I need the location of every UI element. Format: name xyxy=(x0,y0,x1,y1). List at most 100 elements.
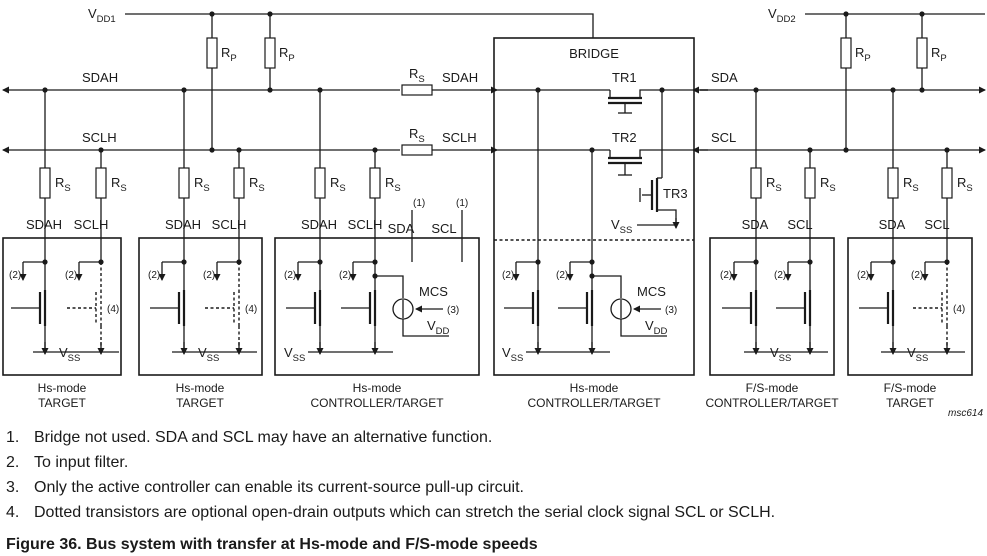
footnote-ref-2: (2) xyxy=(203,270,215,281)
vdd1-label-main: V xyxy=(88,6,97,21)
series-resistor xyxy=(178,167,190,199)
rs-label-main: R xyxy=(409,66,418,81)
vdd-label-subscript: DD xyxy=(654,326,668,337)
device-sda-pin-label: SDA xyxy=(388,221,415,236)
device-sda-pin-label: SDAH xyxy=(165,217,201,232)
footnote-text: To input filter. xyxy=(34,454,129,471)
vdd1-label-subscript: DD1 xyxy=(97,14,116,25)
footnote-number: 1. xyxy=(6,429,20,446)
rp-label-subscript: P xyxy=(288,53,294,64)
device-role-caption: CONTROLLER/TARGET xyxy=(310,396,444,410)
device-sda-pin-label: SDA xyxy=(742,217,769,232)
mcs-label: MCS xyxy=(419,284,448,299)
rp-label: RP xyxy=(931,45,947,64)
footnote-number: 3. xyxy=(6,479,20,496)
rp-label-main: R xyxy=(279,45,288,60)
mcs-label: MCS xyxy=(637,284,666,299)
bridge-label: BRIDGE xyxy=(569,46,619,61)
vss-label: VSS xyxy=(611,217,632,236)
series-resistor xyxy=(95,167,107,199)
mcs-wire xyxy=(375,275,404,298)
pullup-resistor xyxy=(206,37,218,69)
device-box xyxy=(847,237,973,376)
rs-label-subscript: S xyxy=(203,183,209,194)
rs-label-subscript: S xyxy=(120,183,126,194)
rs-label-subscript: S xyxy=(829,183,835,194)
sda-bus-label: SDA xyxy=(711,70,738,85)
rp-label-subscript: P xyxy=(940,53,946,64)
vss-label-main: V xyxy=(198,345,207,360)
series-resistor xyxy=(369,167,381,199)
rs-label-main: R xyxy=(385,175,394,190)
footnote-item: 3.Only the active controller can enable … xyxy=(6,478,775,503)
rp-label-main: R xyxy=(221,45,230,60)
rp-label: RP xyxy=(279,45,295,64)
rs-label-subscript: S xyxy=(418,74,424,85)
figure-code: msc614 xyxy=(948,408,983,419)
footnote-ref-2: (2) xyxy=(857,270,869,281)
bridge-wire xyxy=(639,149,694,158)
device-sda-pin-label: SDAH xyxy=(301,217,337,232)
device-mode-caption: Hs-mode xyxy=(176,381,225,395)
series-resistor xyxy=(401,84,433,96)
rp-label-subscript: P xyxy=(230,53,236,64)
device-role-caption: TARGET xyxy=(38,396,86,410)
footnote-ref-2: (2) xyxy=(339,270,351,281)
vss-label-main: V xyxy=(907,345,916,360)
series-resistor xyxy=(887,167,899,199)
rs-label: RS xyxy=(194,175,210,194)
rp-label-main: R xyxy=(931,45,940,60)
rs-label-main: R xyxy=(111,175,120,190)
mcs-vdd-wire xyxy=(402,319,449,337)
device-box xyxy=(274,237,480,376)
vdd1-label: VDD1 xyxy=(88,6,116,25)
rp-label-main: R xyxy=(855,45,864,60)
footnote-text: Dotted transistors are optional open-dra… xyxy=(34,504,776,521)
rs-label: RS xyxy=(957,175,973,194)
rs-label-main: R xyxy=(249,175,258,190)
footnote-item: 2.To input filter. xyxy=(6,453,775,478)
sdah-bus-label: SDAH xyxy=(442,70,478,85)
mcs-vdd-wire xyxy=(620,319,667,337)
rs-label-main: R xyxy=(194,175,203,190)
device-role-caption: TARGET xyxy=(886,396,934,410)
vss-label: VSS xyxy=(284,345,305,364)
device-mode-caption: Hs-mode xyxy=(353,381,402,395)
device-role-caption: CONTROLLER/TARGET xyxy=(527,396,661,410)
series-resistor xyxy=(941,167,953,199)
footnote-list: 1.Bridge not used. SDA and SCL may have … xyxy=(6,428,775,528)
series-resistor xyxy=(804,167,816,199)
vss-label-main: V xyxy=(770,345,779,360)
tr1-label: TR1 xyxy=(612,70,637,85)
vss-label: VSS xyxy=(198,345,219,364)
rs-label: RS xyxy=(330,175,346,194)
device-box xyxy=(2,237,122,376)
footnote-ref-2: (2) xyxy=(911,270,923,281)
rs-label-subscript: S xyxy=(966,183,972,194)
sclh-bus-label: SCLH xyxy=(82,130,117,145)
rs-label: RS xyxy=(409,66,425,85)
rs-label-main: R xyxy=(903,175,912,190)
vss-label-subscript: SS xyxy=(511,353,524,364)
vss-label: VSS xyxy=(907,345,928,364)
rs-label: RS xyxy=(820,175,836,194)
rs-label-main: R xyxy=(330,175,339,190)
device-scl-pin-label: SCL xyxy=(924,217,949,232)
footnote-ref-2: (2) xyxy=(148,270,160,281)
rs-label-subscript: S xyxy=(64,183,70,194)
rs-label-main: R xyxy=(409,126,418,141)
device-role-caption: TARGET xyxy=(176,396,224,410)
series-resistor xyxy=(750,167,762,199)
pullup-resistor xyxy=(264,37,276,69)
rs-label-subscript: S xyxy=(394,183,400,194)
rs-label-subscript: S xyxy=(775,183,781,194)
series-resistor xyxy=(401,144,433,156)
rs-label: RS xyxy=(111,175,127,194)
vdd1-rail xyxy=(125,13,594,38)
device-mode-caption: Hs-mode xyxy=(570,381,619,395)
vss-label-main: V xyxy=(59,345,68,360)
tr3-label: TR3 xyxy=(663,186,688,201)
device-scl-pin-label: SCL xyxy=(431,221,456,236)
figure-title: Figure 36. Bus system with transfer at H… xyxy=(6,536,538,553)
